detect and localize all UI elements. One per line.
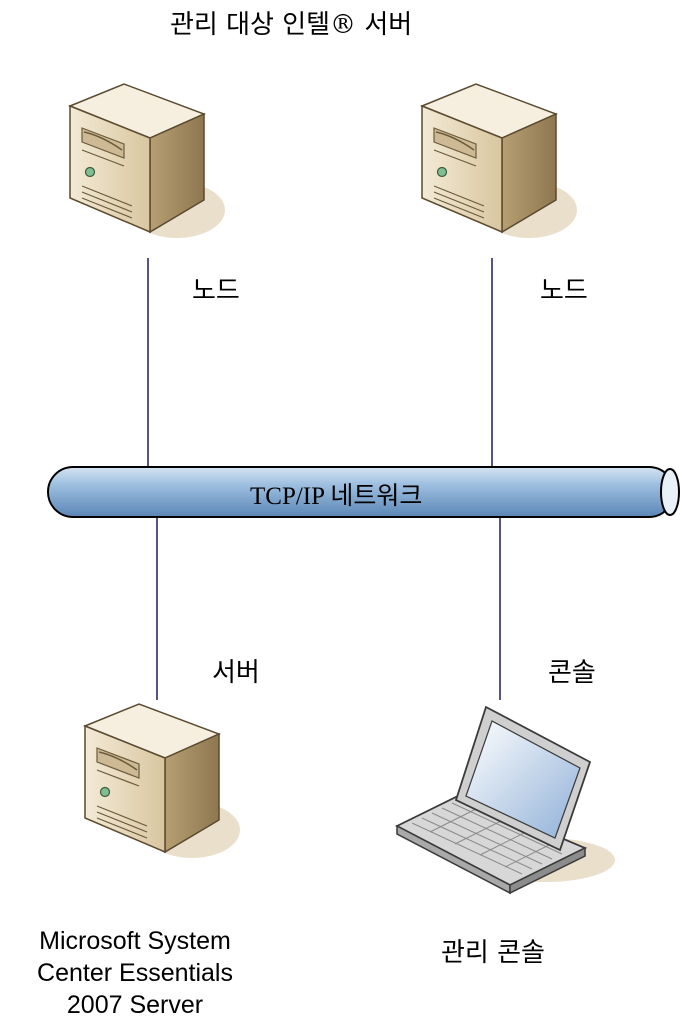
laptop-icon — [395, 705, 615, 895]
node-label-1: 노드 — [192, 276, 240, 306]
server-caption-line: Microsoft System — [39, 927, 231, 955]
network-label: TCP/IP 네트워크 — [250, 483, 423, 510]
server-label: 서버 — [212, 658, 260, 688]
tower-server-icon — [421, 83, 578, 239]
server-caption: Microsoft System Center Essentials 2007 … — [0, 925, 270, 1021]
console-label: 콘솔 — [548, 658, 596, 688]
network-pipe — [47, 466, 680, 518]
server-caption-line: 2007 Server — [66, 991, 204, 1019]
diagram-title: 관리 대상 인텔® 서버 — [170, 10, 413, 40]
tower-server-icon — [69, 83, 226, 239]
tower-server-icon — [84, 703, 241, 859]
server-caption-line: Center Essentials — [37, 959, 233, 987]
node-label-2: 노드 — [540, 276, 588, 306]
console-caption: 관리 콘솔 — [441, 938, 545, 968]
